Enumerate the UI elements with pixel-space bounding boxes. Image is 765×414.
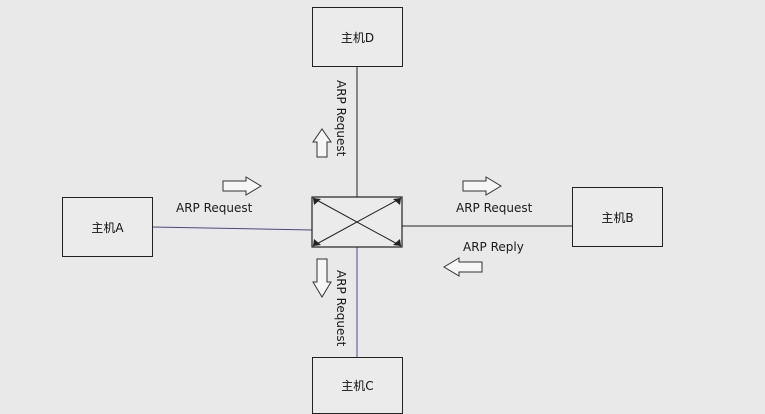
- host-d-label: 主机D: [340, 30, 375, 45]
- arp-request-label-b: ARP Request: [456, 201, 533, 215]
- arp-reply-label-b: ARP Reply: [463, 240, 524, 254]
- switch-icon: [311, 196, 403, 248]
- arrow-left-icon: [443, 257, 483, 277]
- host-a-node: 主机A: [62, 197, 153, 257]
- arrow-right-icon: [462, 176, 502, 196]
- host-b-node: 主机B: [572, 187, 663, 247]
- host-a-label: 主机A: [91, 220, 124, 235]
- arp-request-label-c: ARP Request: [334, 270, 348, 347]
- arrow-down-icon: [312, 258, 332, 298]
- host-d-node: 主机D: [312, 7, 403, 67]
- arrow-up-icon: [312, 128, 332, 158]
- arp-request-label-d: ARP Request: [334, 80, 348, 157]
- arp-request-label-a: ARP Request: [176, 201, 253, 215]
- host-c-node: 主机C: [312, 357, 403, 414]
- link-host-a-switch: [151, 226, 313, 231]
- host-b-label: 主机B: [601, 210, 634, 225]
- host-c-label: 主机C: [341, 379, 374, 393]
- arrow-right-icon: [222, 176, 262, 196]
